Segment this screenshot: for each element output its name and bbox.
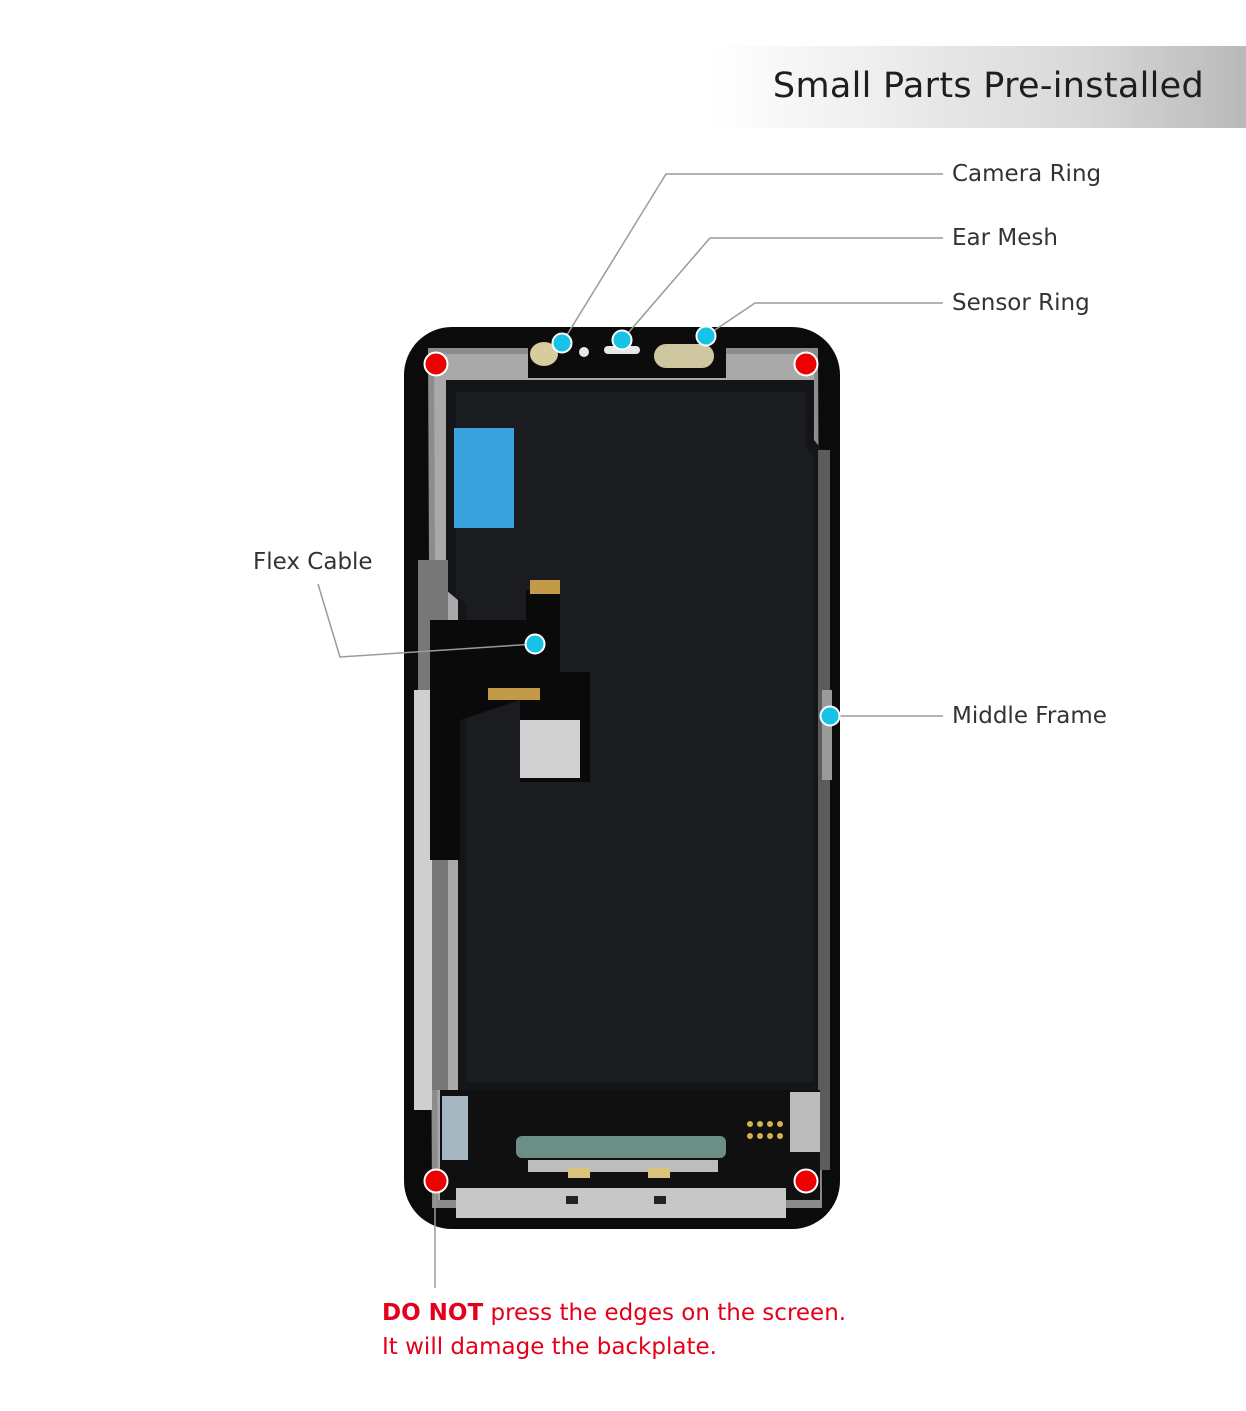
warning-note: DO NOT press the edges on the screen. It… — [382, 1296, 846, 1364]
label-camera-ring: Camera Ring — [952, 161, 1102, 187]
pressure-dot-bottom-right — [793, 1168, 819, 1194]
label-sensor-ring: Sensor Ring — [952, 290, 1090, 316]
pressure-dot-bottom-left — [423, 1168, 449, 1194]
leader-camera-ring — [561, 173, 943, 344]
pressure-dot-top-left — [423, 351, 449, 377]
phone-screen-assembly — [404, 327, 840, 1229]
callout-dot-ear-mesh — [611, 329, 633, 351]
bottom-connector — [516, 1136, 726, 1158]
label-flex-cable: Flex Cable — [253, 549, 373, 575]
warning-line-1: DO NOT press the edges on the screen. — [382, 1296, 846, 1330]
title-banner: Small Parts Pre-installed — [712, 46, 1246, 128]
leader-ear-mesh — [621, 237, 943, 341]
label-ear-mesh: Ear Mesh — [952, 225, 1058, 251]
callout-dot-sensor-ring — [695, 325, 717, 347]
callout-dots — [524, 325, 841, 727]
leader-sensor-ring — [705, 302, 943, 337]
banner-title: Small Parts Pre-installed — [772, 66, 1204, 106]
blue-film — [454, 428, 514, 528]
callout-dot-camera-ring — [551, 332, 573, 354]
callout-dot-flex-cable — [524, 633, 546, 655]
pressure-dots — [423, 351, 819, 1194]
flex-cable-part — [430, 580, 590, 860]
callout-dot-middle-frame — [819, 705, 841, 727]
leader-flex-cable — [317, 583, 536, 658]
pressure-dot-top-right — [793, 351, 819, 377]
warning-emphasis: DO NOT — [382, 1300, 484, 1326]
warning-line-2: It will damage the backplate. — [382, 1334, 717, 1360]
label-middle-frame: Middle Frame — [952, 703, 1107, 729]
leader-lines — [317, 173, 943, 1288]
warning-line-1-text: press the edges on the screen. — [483, 1300, 847, 1326]
